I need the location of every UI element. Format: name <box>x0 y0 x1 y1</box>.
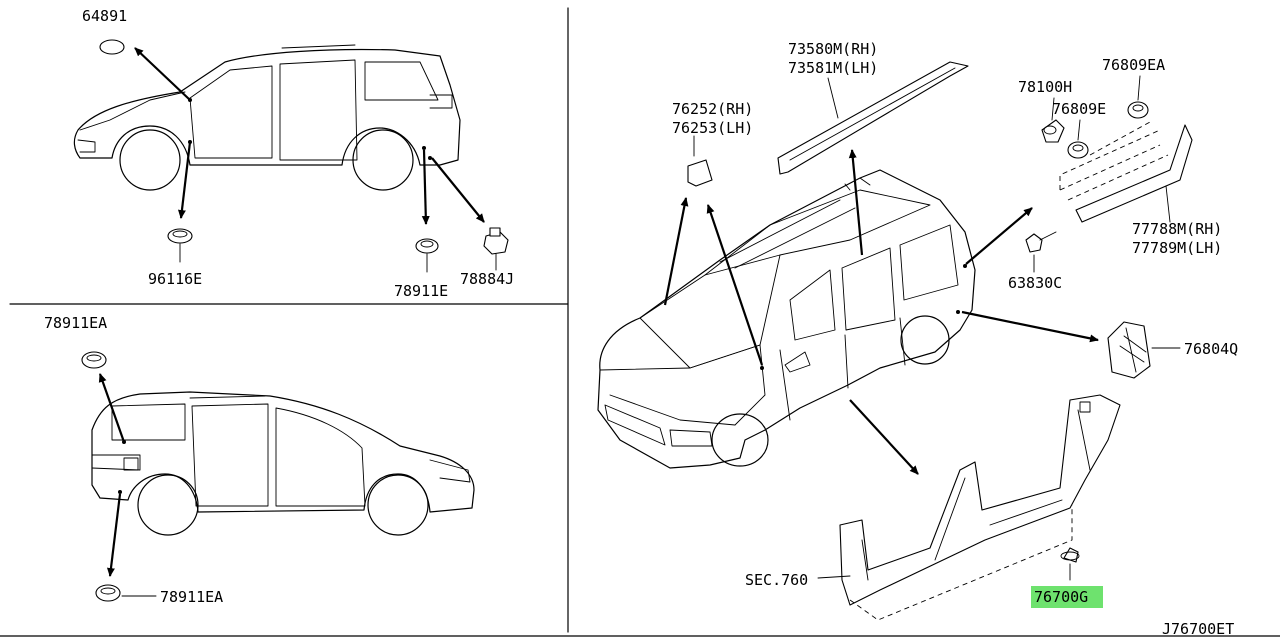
label-78911e: 78911E <box>394 282 448 300</box>
label-77788m: 77788M(RH) <box>1132 220 1222 238</box>
label-76252: 76252(RH) <box>672 100 753 118</box>
arrows-bottom-left <box>98 373 126 577</box>
label-sec760: SEC.760 <box>745 571 808 589</box>
label-64891: 64891 <box>82 7 127 25</box>
label-76809ea: 76809EA <box>1102 56 1165 74</box>
clip-78884j <box>483 227 509 271</box>
label-78911ea-top: 78911EA <box>44 314 107 332</box>
arrows-top-left <box>134 47 485 225</box>
label-96116e: 96116E <box>148 270 202 288</box>
leader-lines <box>693 75 1181 579</box>
label-73580m: 73580M(RH) <box>788 40 878 58</box>
arrows-right <box>663 149 1099 475</box>
plug-64891 <box>99 39 125 55</box>
clip-76809e <box>1067 141 1089 159</box>
molding-76252 <box>687 159 713 187</box>
label-78911ea-bottom: 78911EA <box>160 588 223 606</box>
grommet-78911ea-bottom <box>95 584 157 602</box>
sill-panel-76700g <box>839 394 1121 621</box>
grommet-78911e <box>415 238 439 273</box>
label-63830c: 63830C <box>1008 274 1062 292</box>
mudguard-76804q <box>1107 321 1151 379</box>
bolt-63830c <box>1025 231 1057 253</box>
garnish-77788m <box>1059 121 1193 223</box>
car-isometric-view <box>597 169 976 469</box>
label-76700g: 76700G <box>1034 588 1088 606</box>
clip-76809ea <box>1127 101 1149 119</box>
label-78884j: 78884J <box>460 270 514 288</box>
grommet-78911ea-top <box>81 351 107 369</box>
panel-dividers <box>0 7 1280 637</box>
label-76253: 76253(LH) <box>672 119 753 137</box>
car-side-view-rear-left <box>91 391 475 536</box>
car-side-view-front-left <box>73 44 461 191</box>
diagram-id: J76700ET <box>1162 620 1234 638</box>
label-77789m: 77789M(LH) <box>1132 239 1222 257</box>
label-76804q: 76804Q <box>1184 340 1238 358</box>
label-73581m: 73581M(LH) <box>788 59 878 77</box>
highlight-76700g <box>1031 586 1103 608</box>
roof-rail-73580m <box>777 61 969 175</box>
label-76809e: 76809E <box>1052 100 1106 118</box>
clip-78100h <box>1041 119 1065 143</box>
label-78100h: 78100H <box>1018 78 1072 96</box>
grommet-96116e <box>167 228 193 263</box>
